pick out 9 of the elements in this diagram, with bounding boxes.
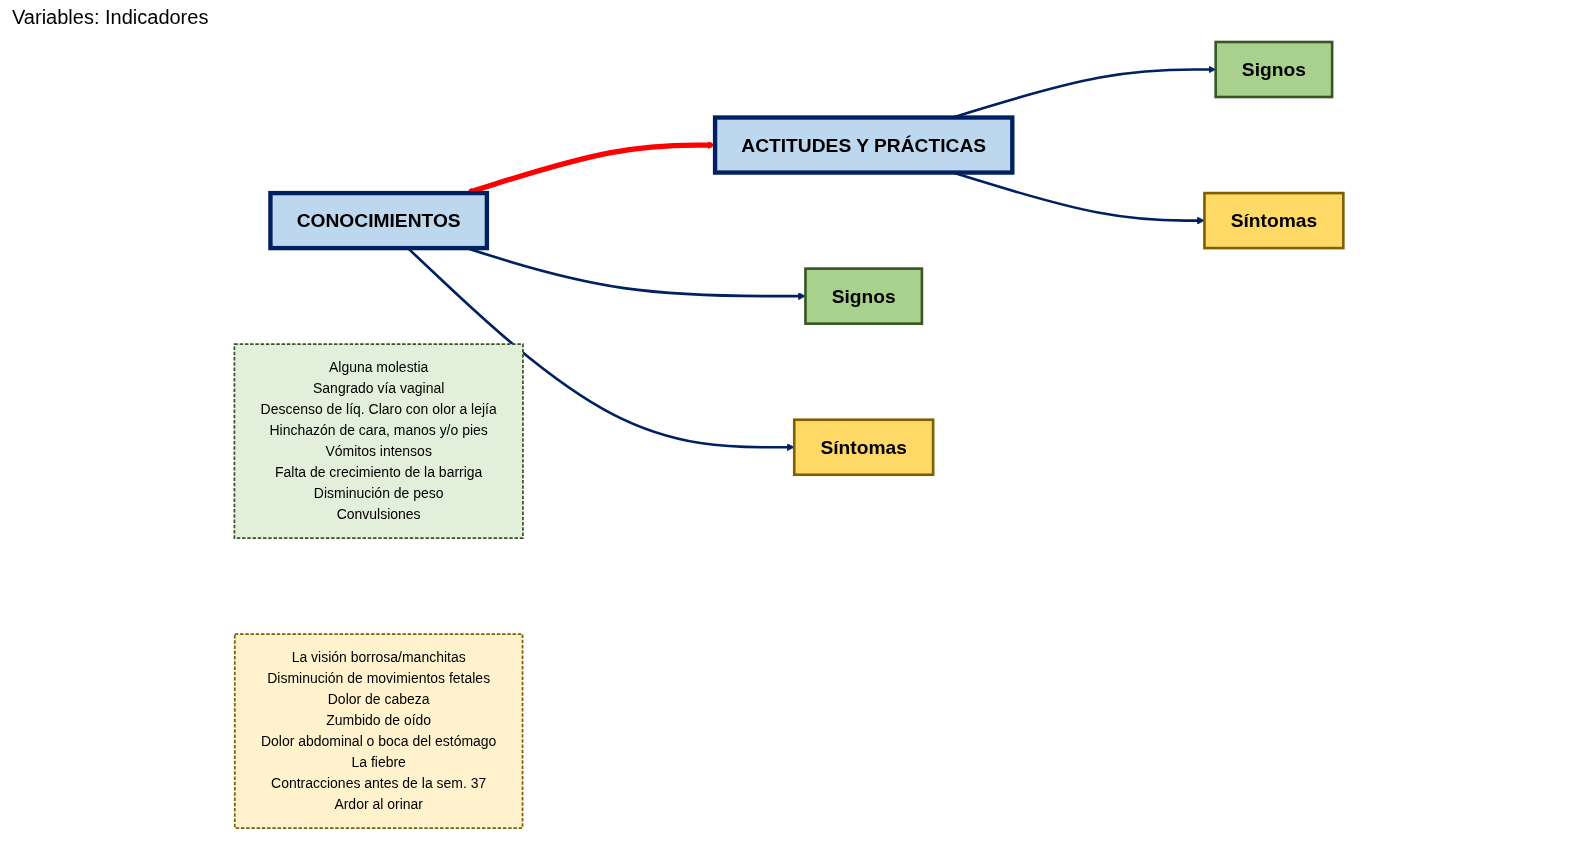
diagram-title: Variables: Indicadores xyxy=(12,6,210,29)
node-box: Síntomas xyxy=(792,418,935,477)
node-box: Síntomas xyxy=(1202,191,1345,250)
node-box: Signos xyxy=(803,267,923,325)
node-box: Signos xyxy=(1214,40,1334,99)
node-box: CONOCIMIENTOS xyxy=(267,190,489,251)
node-box: Alguna molestia Sangrado vía vaginal Descenso de líq. Claro con olor a lejía Hinchazón de cara, manos y/o pies Vómitos intensos Falta de crecimiento de la barriga Disminución de peso Convulsiones xyxy=(233,343,524,539)
node-box: La visión borrosa/manchitas Disminución de movimientos fetales Dolor de cabeza Zumbido de oído Dolor abdominal o boca del estómago La fiebre Contracciones antes de la sem. 37 Ardor al orinar xyxy=(233,633,524,829)
node-box: ACTITUDES Y PRÁCTICAS xyxy=(712,115,1015,175)
